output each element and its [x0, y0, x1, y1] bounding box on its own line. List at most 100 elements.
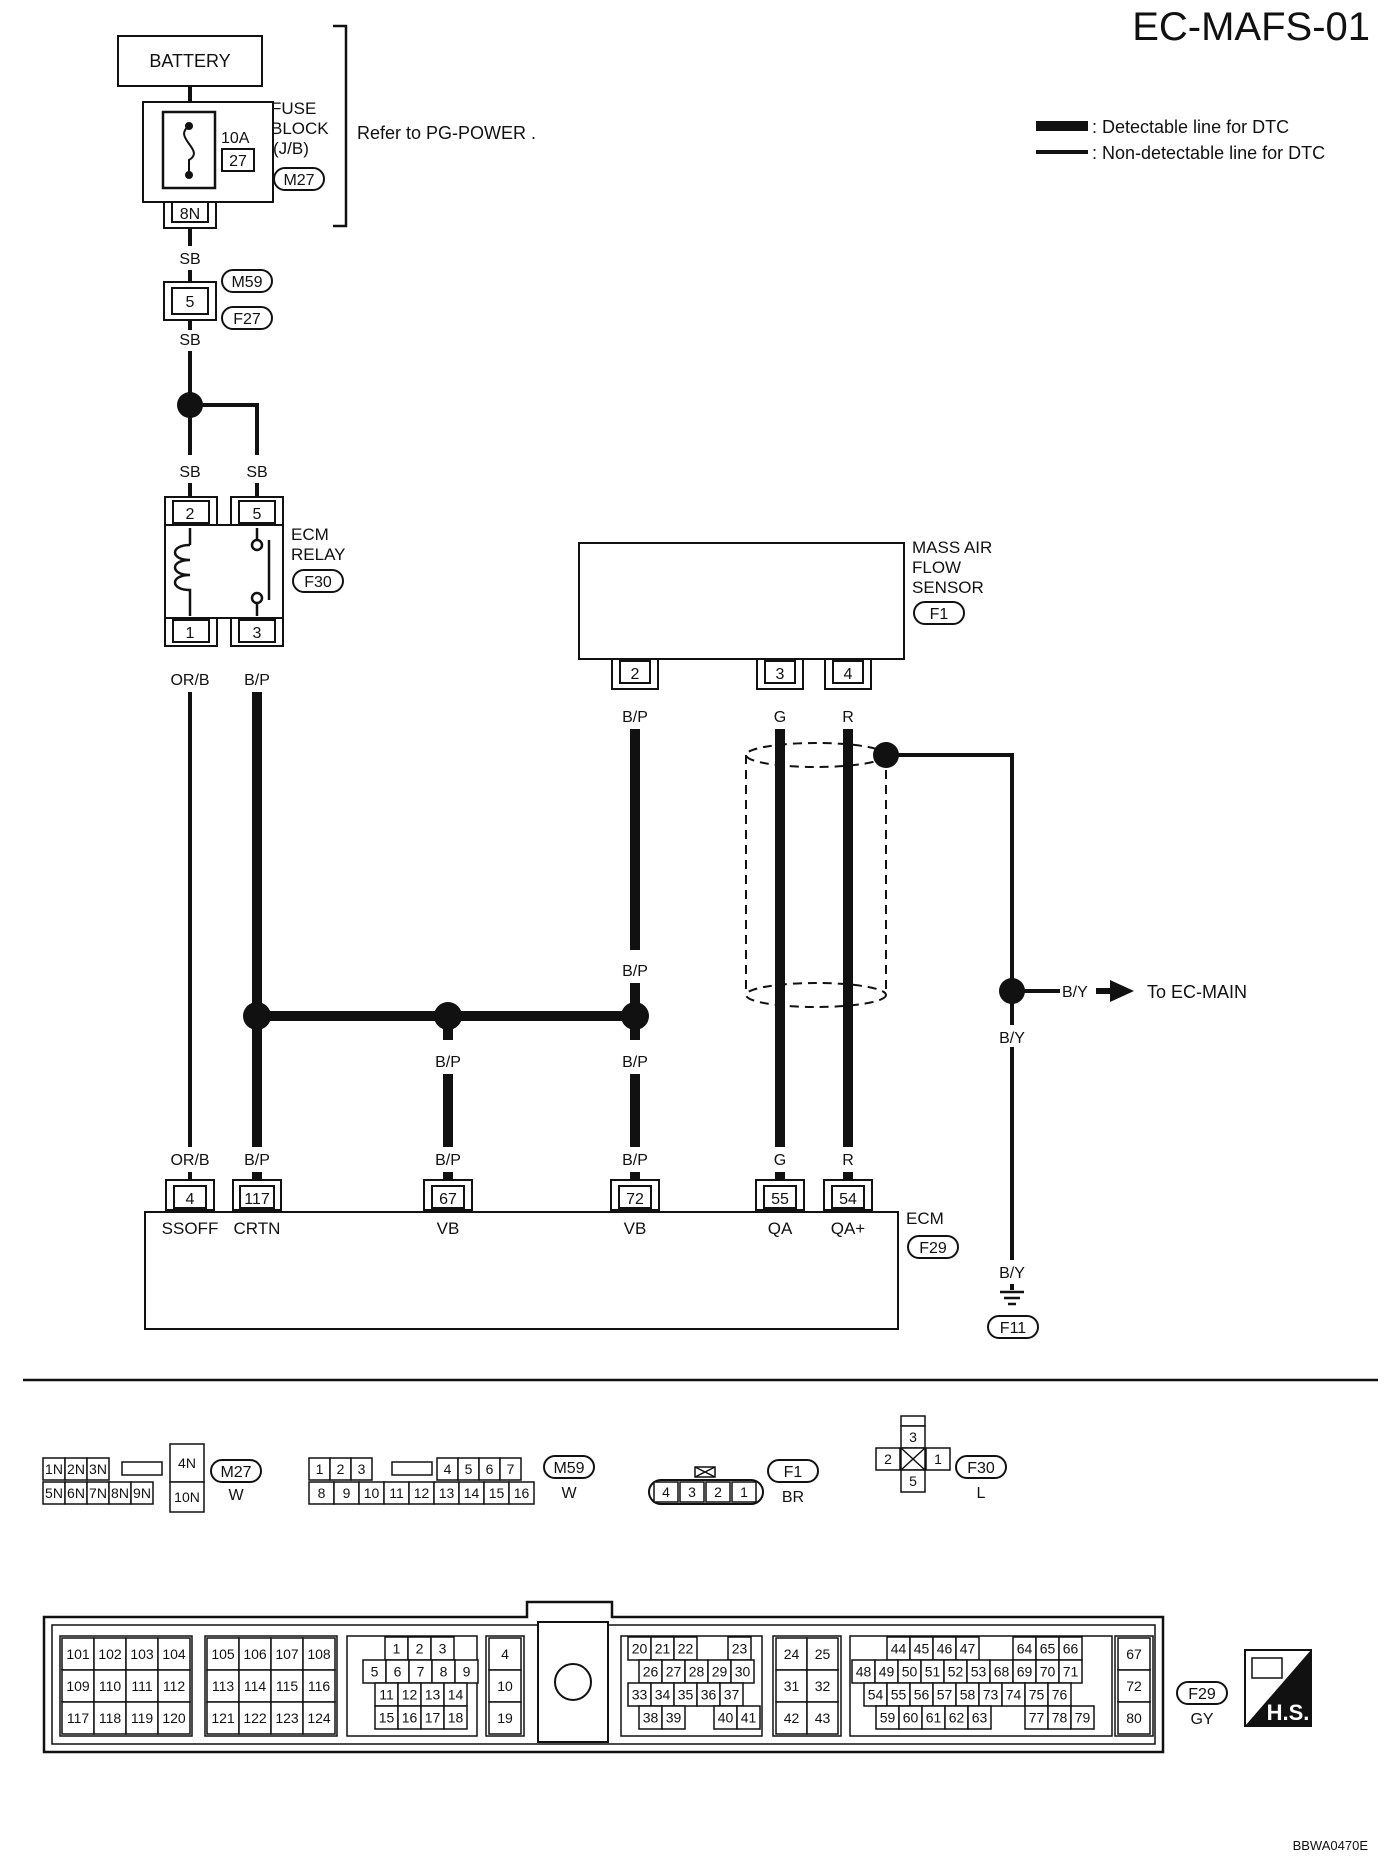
m59-pin: 10 — [364, 1485, 380, 1501]
f29-pin-cell — [1117, 1637, 1151, 1671]
m27-color: W — [228, 1487, 244, 1504]
m27-pin: 5N — [45, 1485, 63, 1501]
f29-pin: 119 — [131, 1710, 154, 1726]
m59-pin: 9 — [343, 1485, 351, 1501]
ecm-pin-54: 54 — [839, 1191, 857, 1208]
m59-pin: 6 — [486, 1461, 494, 1477]
f29-pin: 13 — [425, 1687, 441, 1703]
f29-pin: 48 — [856, 1664, 872, 1680]
f29-pin: 34 — [655, 1687, 671, 1703]
f30-center-x — [900, 1447, 926, 1471]
f29-pin: 40 — [718, 1710, 734, 1726]
f29-pin: 36 — [701, 1687, 717, 1703]
joint-connector-a: M59 — [231, 274, 262, 291]
ground-connector: F11 — [1000, 1320, 1026, 1337]
f29-pin-cell — [61, 1701, 95, 1735]
wire-by-1: B/Y — [1062, 984, 1088, 1001]
f29-pin: 63 — [972, 1710, 988, 1726]
maf-connector: F1 — [930, 606, 949, 623]
f29-latch-hole — [554, 1663, 592, 1701]
f29-pin: 62 — [949, 1710, 965, 1726]
f1-color: BR — [782, 1489, 804, 1506]
f29-pin-cell — [238, 1701, 272, 1735]
f29-pin-cell — [1070, 1705, 1095, 1730]
f29-pin: 24 — [784, 1646, 800, 1662]
f29-pin: 76 — [1052, 1687, 1068, 1703]
f29-pin-cell — [302, 1669, 336, 1703]
f30-pin-cell — [900, 1469, 926, 1493]
f29-pin: 49 — [879, 1664, 895, 1680]
f29-pin: 53 — [971, 1664, 987, 1680]
f29-pin: 121 — [211, 1710, 235, 1726]
f29-pin: 112 — [163, 1678, 186, 1694]
f1-pin-cell — [731, 1481, 757, 1503]
m59-id: M59 — [553, 1460, 584, 1477]
m27-pin: 3N — [89, 1461, 107, 1477]
maf-pin-2: 2 — [631, 666, 640, 683]
wire-bp-maf-2: B/P — [622, 963, 648, 980]
f29-pin: 3 — [439, 1641, 447, 1657]
f29-pin: 123 — [275, 1710, 299, 1726]
f29-pin: 25 — [815, 1646, 831, 1662]
fuse-amp: 10A — [221, 130, 250, 147]
f29-pin: 4 — [501, 1646, 509, 1662]
fuse-block-label-2: BLOCK — [271, 119, 329, 138]
joint-connector-b: F27 — [233, 311, 261, 328]
m59-pin: 11 — [389, 1485, 404, 1501]
f29-pin: 75 — [1029, 1687, 1045, 1703]
ecm-wire-orb: OR/B — [170, 1152, 209, 1169]
f29-id: F29 — [1188, 1686, 1216, 1703]
m59-pin: 8 — [318, 1485, 326, 1501]
f29-pin: 67 — [1126, 1646, 1142, 1662]
f29-block-c — [346, 1635, 478, 1737]
f29-pin: 14 — [448, 1687, 464, 1703]
f29-pin: 107 — [275, 1646, 299, 1662]
f29-pin: 16 — [402, 1710, 418, 1726]
f29-pin: 7 — [417, 1664, 425, 1680]
relay-pin-2: 2 — [186, 506, 195, 523]
figure-code: BBWA0470E — [1293, 1838, 1369, 1853]
f29-pin-cell — [93, 1701, 127, 1735]
f29-pin: 74 — [1006, 1687, 1022, 1703]
f29-pin: 32 — [815, 1678, 831, 1694]
f29-pin: 31 — [784, 1678, 800, 1694]
relay-pin-5: 5 — [253, 506, 262, 523]
f29-pin: 51 — [925, 1664, 941, 1680]
f29-pin: 19 — [497, 1710, 513, 1726]
f29-pin: 57 — [937, 1687, 953, 1703]
fuse-block: 10A 27 FUSE BLOCK (J/B) M27 8N — [142, 99, 329, 229]
m27-pin: 2N — [67, 1461, 85, 1477]
f29-pin: 39 — [666, 1710, 682, 1726]
f29-pin: 66 — [1063, 1641, 1079, 1657]
ecm-term-qa-plus: QA+ — [831, 1219, 866, 1238]
f29-pin: 68 — [994, 1664, 1010, 1680]
f30-pin-cell — [875, 1447, 901, 1471]
f29-pin: 124 — [307, 1710, 331, 1726]
refer-pg-power: Refer to PG-POWER . — [357, 123, 536, 143]
wire-sb-3: SB — [179, 464, 200, 481]
f29-pin-cell — [443, 1705, 468, 1730]
f1-pin: 2 — [714, 1484, 722, 1500]
joint-pin: 5 — [186, 294, 195, 311]
f29-pin: 22 — [678, 1641, 694, 1657]
legend-non-detectable-text: : Non-detectable line for DTC — [1092, 143, 1325, 163]
f1-id: F1 — [784, 1464, 803, 1481]
ecm-wire-bp-1: B/P — [244, 1152, 270, 1169]
f29-pin: 9 — [463, 1664, 471, 1680]
m59-pin-cell — [508, 1481, 535, 1505]
relay-label-1: ECM — [291, 525, 329, 544]
f30-pin: 5 — [909, 1473, 917, 1489]
f29-pin: 12 — [402, 1687, 418, 1703]
f29-pin: 104 — [162, 1646, 186, 1662]
m27-pin: 6N — [67, 1485, 85, 1501]
f29-block-d — [485, 1635, 525, 1737]
f1-pin: 1 — [740, 1484, 748, 1500]
f30-pin: 1 — [934, 1451, 942, 1467]
m27-pin: 10N — [174, 1489, 200, 1505]
f29-pin-cell — [488, 1701, 522, 1735]
maf-label-3: SENSOR — [912, 578, 984, 597]
f29-pin: 30 — [735, 1664, 751, 1680]
f29-pin: 26 — [643, 1664, 659, 1680]
